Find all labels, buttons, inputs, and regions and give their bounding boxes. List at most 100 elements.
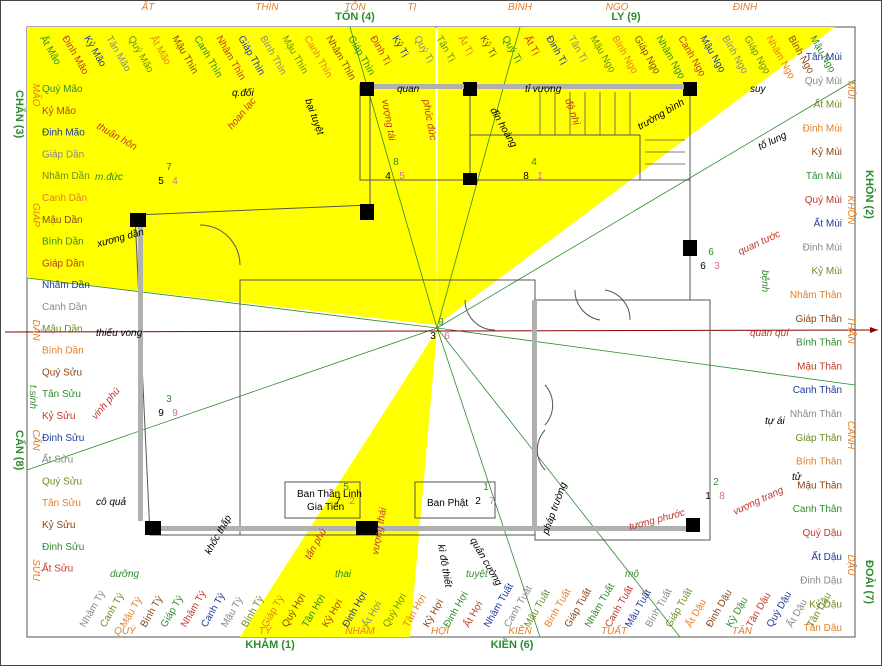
star-number: 3: [714, 261, 720, 272]
compass-sub-label: CẤN: [30, 429, 43, 451]
star-number: 3: [430, 331, 436, 342]
star-number: 2: [713, 477, 719, 488]
direction-label: CẤN (8): [13, 430, 26, 471]
right-label: Tân Dậu: [804, 623, 842, 634]
left-label: Canh Dần: [42, 192, 87, 204]
right-label: Nhâm Thân: [790, 409, 842, 420]
right-label: Bính Thân: [796, 457, 842, 468]
compass-sub-label: DẦN: [30, 319, 43, 341]
axis-line: [4, 329, 879, 333]
star-number: 4: [172, 176, 178, 187]
annotation-note: suy: [750, 84, 767, 95]
direction-label: ĐOÀI (7): [863, 560, 876, 604]
right-label: Ất Dậu: [811, 550, 842, 563]
left-label: Đinh Sửu: [42, 541, 84, 553]
compass-sub-label: KIỀN: [508, 624, 532, 637]
direction-label: LY (9): [611, 11, 641, 23]
compass-sub-label: TUẤT: [601, 624, 628, 637]
star-number: 7: [489, 496, 495, 507]
annotation-note: tự ái: [765, 416, 785, 427]
left-label: Đinh Sửu: [42, 432, 84, 444]
left-label: Quý Mão: [42, 84, 83, 95]
compass-sub-label: CANH: [845, 421, 856, 450]
right-label: Bính Thân: [796, 338, 842, 349]
left-label: Kỷ Sửu: [42, 410, 75, 422]
left-label: Quý Sửu: [42, 475, 82, 487]
compass-sub-label: THÌN: [255, 0, 279, 13]
annotation-note: tử: [792, 471, 802, 483]
direction-label: KHẢM (1): [245, 638, 295, 651]
star-number: 3: [166, 394, 172, 405]
annotation-note: tuyệt: [466, 569, 489, 580]
left-label: Đinh Mão: [42, 128, 85, 139]
left-label: Tân Sửu: [42, 388, 81, 400]
annotation-note: q.đối: [232, 87, 254, 99]
right-label: Mậu Thân: [797, 361, 842, 372]
right-label: Giáp Thân: [795, 433, 842, 444]
star-number: 6: [444, 331, 450, 342]
annotation-note: t.sinh: [27, 385, 38, 409]
compass-sub-label: THÂN: [845, 316, 858, 344]
left-label: Bính Dần: [42, 236, 84, 248]
star-number: 5: [399, 171, 405, 182]
sector-yellow-top-left: [27, 27, 437, 325]
star-number: 4: [531, 157, 537, 168]
right-label: Ất Mùi: [814, 98, 842, 111]
sector-yellow-top-right: [437, 27, 835, 325]
left-label: Ất Sửu: [42, 562, 73, 575]
left-label: Nhâm Dần: [42, 279, 90, 291]
compass-sub-label: ĐINH: [733, 2, 758, 13]
left-label: Kỷ Mão: [42, 105, 76, 117]
direction-label: TỐN (4): [335, 9, 375, 23]
compass-sub-label: TÝ: [259, 624, 273, 637]
left-label: Giáp Dần: [42, 148, 84, 160]
right-label: Canh Thân: [793, 385, 842, 396]
right-label: Quý Dậu: [803, 528, 842, 539]
compass-sub-label: TỐN: [344, 0, 366, 13]
columns: [130, 82, 700, 535]
annotation-note: cô quả: [96, 496, 126, 508]
left-label: Ất Sửu: [42, 453, 73, 466]
left-label: Quý Sửu: [42, 366, 82, 378]
compass-sub-label: MÙI: [845, 81, 858, 100]
annotation-note: quan quí: [750, 328, 790, 339]
annotation-note: mộ: [625, 569, 639, 580]
stairs: [539, 92, 685, 165]
right-label: Nhâm Thân: [790, 290, 842, 301]
right-label: Tân Mùi: [806, 171, 842, 182]
axis-arrow: [870, 327, 878, 333]
compass-sub-label: TỊ: [408, 2, 417, 13]
star-number: 2: [475, 496, 481, 507]
annotation-note: tỉ vượng: [525, 83, 562, 95]
right-label: Quý Mùi: [805, 76, 842, 87]
compass-sub-label: GIÁP: [30, 203, 43, 227]
compass-sub-label: HỢI: [431, 626, 449, 637]
star-number: 6: [708, 247, 714, 258]
sector-yellow-bottom: [240, 330, 437, 637]
right-label: Quý Mùi: [805, 195, 842, 206]
left-label: Mậu Dần: [42, 214, 83, 226]
compass-sub-label: QUÝ: [114, 624, 137, 637]
right-label: Canh Thân: [793, 504, 842, 515]
direction-label: CHẤN (3): [13, 90, 26, 139]
annotation-note: thiếu vong: [96, 327, 143, 339]
compass-sub-label: NGỌ: [606, 2, 629, 13]
star-number: 1: [537, 171, 543, 182]
right-label: Kỷ Mùi: [811, 265, 842, 277]
annotation-note: thai: [335, 569, 352, 580]
right-label: Ất Mùi: [814, 217, 842, 230]
wall-strips: [138, 84, 686, 531]
star-number: 8: [523, 171, 529, 182]
star-number: 5: [343, 482, 349, 493]
right-label: Giáp Thân: [795, 314, 842, 325]
compass-sub-label: SỬU: [30, 559, 43, 582]
annotation-note: dưỡng: [110, 569, 140, 580]
compass-sub-label: NHÂM: [345, 624, 375, 637]
star-number: 6: [700, 261, 706, 272]
compass-sub-label: KHÔN: [845, 196, 858, 226]
star-number: 7: [166, 162, 172, 173]
star-number: 9: [158, 408, 164, 419]
left-label: Nhâm Dần: [42, 170, 90, 182]
room-label: Ban Phật: [427, 498, 468, 509]
compass-sub-label: TÂN: [732, 624, 753, 637]
